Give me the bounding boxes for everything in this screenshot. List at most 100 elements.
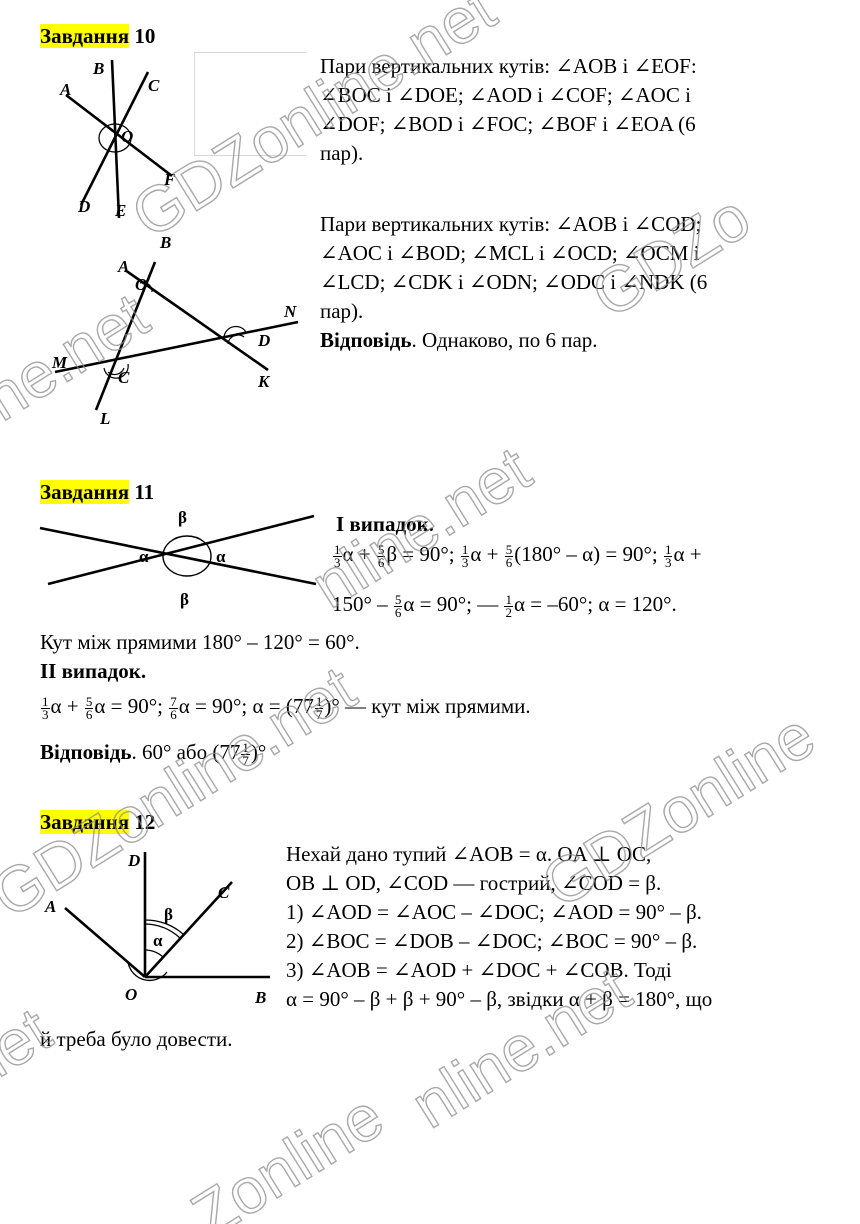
text-line: ∠LCD; ∠CDK і ∠ODN; ∠ODC і ∠NDK (6 xyxy=(320,270,708,294)
empty-image-frame xyxy=(194,52,307,156)
line-CD xyxy=(79,71,150,206)
fig1-label-B: B xyxy=(92,59,104,78)
text-line: пар). xyxy=(320,141,364,165)
task11-case2-title: ІІ випадок. xyxy=(40,659,147,683)
beta-bottom-label: β xyxy=(180,590,189,609)
fig12-label-D: D xyxy=(127,851,140,870)
task11-angle-line: Кут між прямими 180° – 120° = 60°. xyxy=(40,630,360,654)
angle-arc-C xyxy=(103,363,129,379)
beta-top-label: β xyxy=(178,508,187,527)
fig2-label-B: B xyxy=(159,233,171,252)
fig12-label-O: O xyxy=(125,985,137,1004)
task12-text: Нехай дано тупий ∠AOB = α. OA ⊥ OC, OB ⊥… xyxy=(286,840,856,1014)
answer-label: Відповідь xyxy=(40,740,132,764)
answer-text: . Однаково, по 6 пар. xyxy=(411,328,598,352)
task12-title-number: 12 xyxy=(129,810,156,834)
alpha-left-label: α xyxy=(139,547,149,566)
fig2-label-M: M xyxy=(51,353,68,372)
fig2-label-A: A xyxy=(117,257,129,276)
task11-figure: β β α α xyxy=(39,508,317,609)
task11-title-number: 11 xyxy=(129,480,155,504)
text-line: Пари вертикальних кутів: ∠AOB і ∠COD; xyxy=(320,212,702,236)
fig2-label-C: C xyxy=(118,368,130,387)
text-line: ∠AOC і ∠BOD; ∠MCL і ∠OCD; ∠OCM і xyxy=(320,241,700,265)
task12-figure: D A C O B β α xyxy=(44,851,270,1007)
angle-arc-C2 xyxy=(107,367,125,376)
text-line: ∠BOC і ∠DOE; ∠AOD і ∠COF; ∠AOC і xyxy=(320,83,691,107)
ray-OA xyxy=(64,907,146,978)
task10-title-number: 10 xyxy=(129,24,156,48)
fig12-label-A: A xyxy=(44,897,56,916)
task10-figure-1: A B C O F D E xyxy=(59,59,176,220)
line-2 xyxy=(47,514,315,586)
task12-last-line: й треба було довести. xyxy=(40,1027,233,1051)
angle-arc-D xyxy=(223,325,247,341)
task10-paragraph-2: Пари вертикальних кутів: ∠AOB і ∠COD; ∠A… xyxy=(320,210,850,355)
task10-title: Завдання 10 xyxy=(40,24,155,49)
task10-title-word: Завдання xyxy=(40,24,130,48)
line-AK xyxy=(124,268,269,372)
beta-arc xyxy=(144,919,184,935)
line-AF xyxy=(65,93,173,178)
svg-text:Zonline: Zonline xyxy=(179,1080,395,1224)
angle-circle xyxy=(162,535,212,577)
text-line: Пари вертикальних кутів: ∠AOB і ∠EOF: xyxy=(320,54,697,78)
fig2-label-N: N xyxy=(283,302,297,321)
fig12-label-B: B xyxy=(254,988,266,1007)
text-line: α = 90° – β + β + 90° – β, звідки α + β … xyxy=(286,987,713,1011)
task11-title: Завдання 11 xyxy=(40,480,154,505)
fig1-label-O: O xyxy=(121,127,133,146)
task12-title: Завдання 12 xyxy=(40,810,155,835)
text-line: OB ⊥ OD, ∠COD — гострий, ∠COD = β. xyxy=(286,871,662,895)
angle-arc-D2 xyxy=(227,334,245,345)
fig2-label-O: O xyxy=(135,275,147,294)
angle-arc-O xyxy=(98,123,132,153)
line-BL xyxy=(94,261,157,411)
task12-title-word: Завдання xyxy=(40,810,130,834)
task11-title-word: Завдання xyxy=(40,480,130,504)
answer-label: Відповідь xyxy=(320,328,412,352)
line-MN xyxy=(54,320,299,374)
fig1-label-D: D xyxy=(77,197,90,216)
text-line: ∠DOF; ∠BOD і ∠FOC; ∠BOF і ∠EOA (6 xyxy=(320,112,696,136)
fig12-label-C: C xyxy=(218,883,230,902)
task10-paragraph-1: Пари вертикальних кутів: ∠AOB і ∠EOF: ∠B… xyxy=(320,52,850,168)
angle-arc-O xyxy=(139,281,153,293)
beta-arc-2 xyxy=(144,923,181,939)
fig1-label-F: F xyxy=(163,170,176,189)
text-line: 2) ∠BOC = ∠DOB – ∠DOC; ∠BOC = 90° – β. xyxy=(286,929,698,953)
beta-label: β xyxy=(164,905,173,924)
text-line: 3) ∠AOB = ∠AOD + ∠DOC + ∠COB. Тоді xyxy=(286,958,672,982)
text-line: 1) ∠AOD = ∠AOC – ∠DOC; ∠AOD = 90° – β. xyxy=(286,900,702,924)
alpha-label: α xyxy=(153,931,163,950)
fig2-label-L: L xyxy=(99,409,110,428)
alpha-arc xyxy=(144,949,164,958)
text-line: Нехай дано тупий ∠AOB = α. OA ⊥ OC, xyxy=(286,842,652,866)
fig2-label-K: K xyxy=(257,372,271,391)
alpha-right-label: α xyxy=(216,547,226,566)
fig1-label-C: C xyxy=(148,76,160,95)
fig1-label-A: A xyxy=(59,80,71,99)
task10-figure-2: A B O N D M C K L xyxy=(51,233,299,428)
aob-arc xyxy=(127,961,168,981)
ray-OC xyxy=(144,881,233,978)
fig2-label-D: D xyxy=(257,331,270,350)
task11-case1-title: І випадок. xyxy=(336,512,434,536)
fig1-label-E: E xyxy=(114,201,126,220)
